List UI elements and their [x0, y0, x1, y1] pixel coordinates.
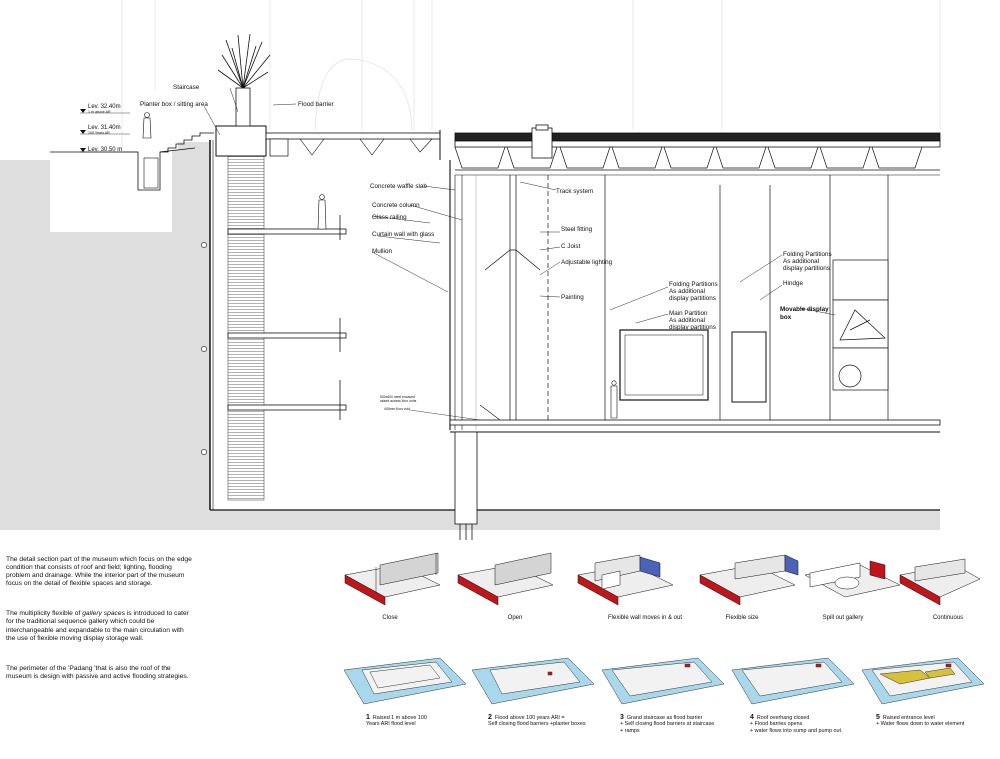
label-folding-2: Folding Partitions — [783, 251, 832, 258]
level-value: Lev. 30.50 m — [88, 147, 122, 153]
gallery-mode-continuous — [899, 558, 980, 606]
flood-step-4 — [731, 657, 855, 705]
label-waffle-slab: Concrete waffle slab — [370, 183, 427, 190]
flood-strategy-diagrams — [343, 657, 985, 705]
label-glass-railing: Glass railing — [372, 214, 407, 221]
ground-mass — [0, 140, 940, 530]
level-value: Lev. 31.40m — [88, 125, 121, 131]
description-text: The detail section part of the museum wh… — [6, 556, 192, 703]
description-paragraph: The multiplicity flexible of gallery spa… — [6, 610, 189, 642]
level-note: 100 Years AR — [88, 131, 110, 135]
raised-floor — [409, 404, 941, 540]
label-lighting: Adjustable lighting — [561, 259, 613, 266]
gallery-mode-caption: Open — [507, 615, 523, 621]
gallery-mode-caption: Close — [382, 615, 398, 621]
label-planter: Planter box / sitting area — [140, 101, 208, 108]
flood-step-3 — [601, 657, 725, 705]
gallery-mode-flexible-wall — [577, 554, 674, 606]
label-main-partition: display partitions — [669, 324, 716, 331]
palm-tree-icon — [217, 33, 271, 89]
planter-box — [215, 33, 271, 157]
label-column: Concrete column — [372, 202, 420, 209]
label-folding-2: As additional — [783, 258, 819, 265]
label-floor-units: raised access floor units — [380, 399, 417, 403]
level-note: 1 m above AR — [88, 110, 111, 114]
flood-step-5 — [861, 657, 985, 705]
gallery-partitions — [484, 175, 889, 420]
label-folding-1: Folding Partitions — [669, 281, 718, 288]
curtain-wall — [449, 160, 477, 430]
label-c-joist: C Joist — [561, 243, 580, 250]
label-flood-barrier: Flood barrier — [298, 101, 334, 108]
gallery-mode-diagrams — [344, 552, 980, 606]
label-track: Track system — [556, 188, 593, 195]
label-painting: Painting — [561, 294, 584, 301]
gallery-mode-spill-out — [804, 560, 901, 598]
leader-lines — [203, 87, 836, 324]
person-figure — [142, 112, 618, 419]
description-paragraph: The perimeter of the 'Padang 'that is al… — [6, 664, 189, 680]
gallery-mode-caption: Continuous — [932, 615, 964, 621]
flood-step-2 — [471, 657, 595, 705]
museum-detail-section: Lev. 32.40m 1 m above AR Lev. 31.40m 100… — [0, 0, 941, 540]
label-main-partition: Main Partition — [669, 310, 708, 317]
label-movable-box: Movable display — [780, 306, 829, 313]
label-folding-1: display partitions — [669, 295, 716, 302]
level-markers: Lev. 32.40m 1 m above AR Lev. 31.40m 100… — [80, 104, 138, 153]
flood-step-1 — [343, 657, 467, 705]
label-hinge: Hindge — [783, 280, 803, 287]
gallery-mode-flexible-size — [699, 554, 799, 606]
mezzanine-slabs — [227, 215, 347, 420]
label-staircase: Staircase — [173, 84, 200, 91]
level-value: Lev. 32.40m — [88, 104, 121, 110]
gallery-mode-caption: Spill out gallery — [822, 615, 864, 621]
label-steel-fitting: Steel fitting — [561, 226, 593, 233]
outdoor-staircase — [160, 132, 214, 153]
label-folding-1: As additional — [669, 288, 705, 295]
gallery-mode-close — [344, 552, 441, 606]
label-movable-box: box — [780, 314, 792, 321]
label-floor-units: 600x600 steel encased — [380, 395, 415, 399]
background-lines — [121, 0, 941, 150]
section-labels: Staircase Planter box / sitting area Flo… — [140, 84, 832, 411]
gallery-mode-open — [457, 552, 554, 606]
label-mullion: Mullion — [372, 248, 392, 255]
label-main-partition: As additional — [669, 317, 705, 324]
gallery-mode-caption: Flexible wall moves in & out — [607, 615, 683, 621]
stair-shaft — [227, 154, 265, 501]
label-folding-2: display partitions — [783, 265, 830, 272]
gallery-mode-caption: Flexible size — [725, 615, 759, 621]
label-floor-void: 400mm floor void — [384, 407, 410, 411]
description-paragraph: The detail section part of the museum wh… — [6, 556, 192, 588]
label-curtain-wall: Curtain wall with glass — [372, 231, 434, 238]
roof-waffle-slab — [265, 124, 941, 176]
